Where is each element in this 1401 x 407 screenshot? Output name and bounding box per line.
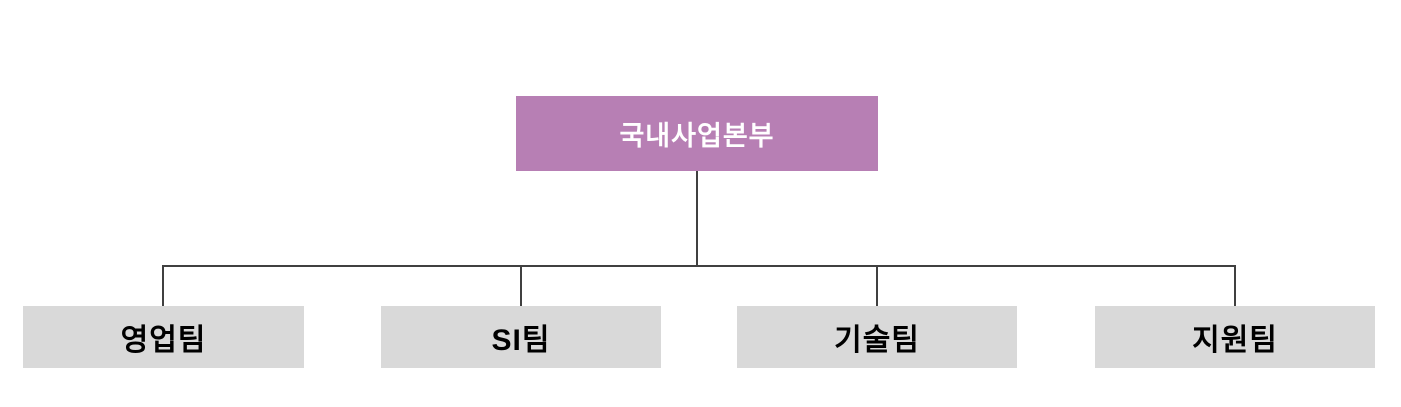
org-node-label: SI팀	[491, 324, 551, 357]
org-node-root[interactable]: 국내사업본부	[516, 96, 878, 171]
org-node-label: 영업팀	[120, 324, 207, 357]
connector-horizontal-rail	[163, 265, 1236, 267]
connector-parent-stub	[696, 171, 698, 266]
org-node-si-team[interactable]: SI팀	[381, 306, 661, 368]
org-node-support-team[interactable]: 지원팀	[1095, 306, 1375, 368]
connector-child-stub	[876, 265, 878, 306]
org-node-label: 지원팀	[1192, 324, 1278, 357]
connector-child-stub	[162, 265, 164, 306]
org-node-root-label: 국내사업본부	[619, 121, 775, 151]
connector-child-stub	[520, 265, 522, 306]
connector-child-stub	[1234, 265, 1236, 306]
org-node-sales-team[interactable]: 영업팀	[23, 306, 304, 368]
org-node-label: 기술팀	[834, 324, 920, 357]
org-node-tech-team[interactable]: 기술팀	[737, 306, 1017, 368]
